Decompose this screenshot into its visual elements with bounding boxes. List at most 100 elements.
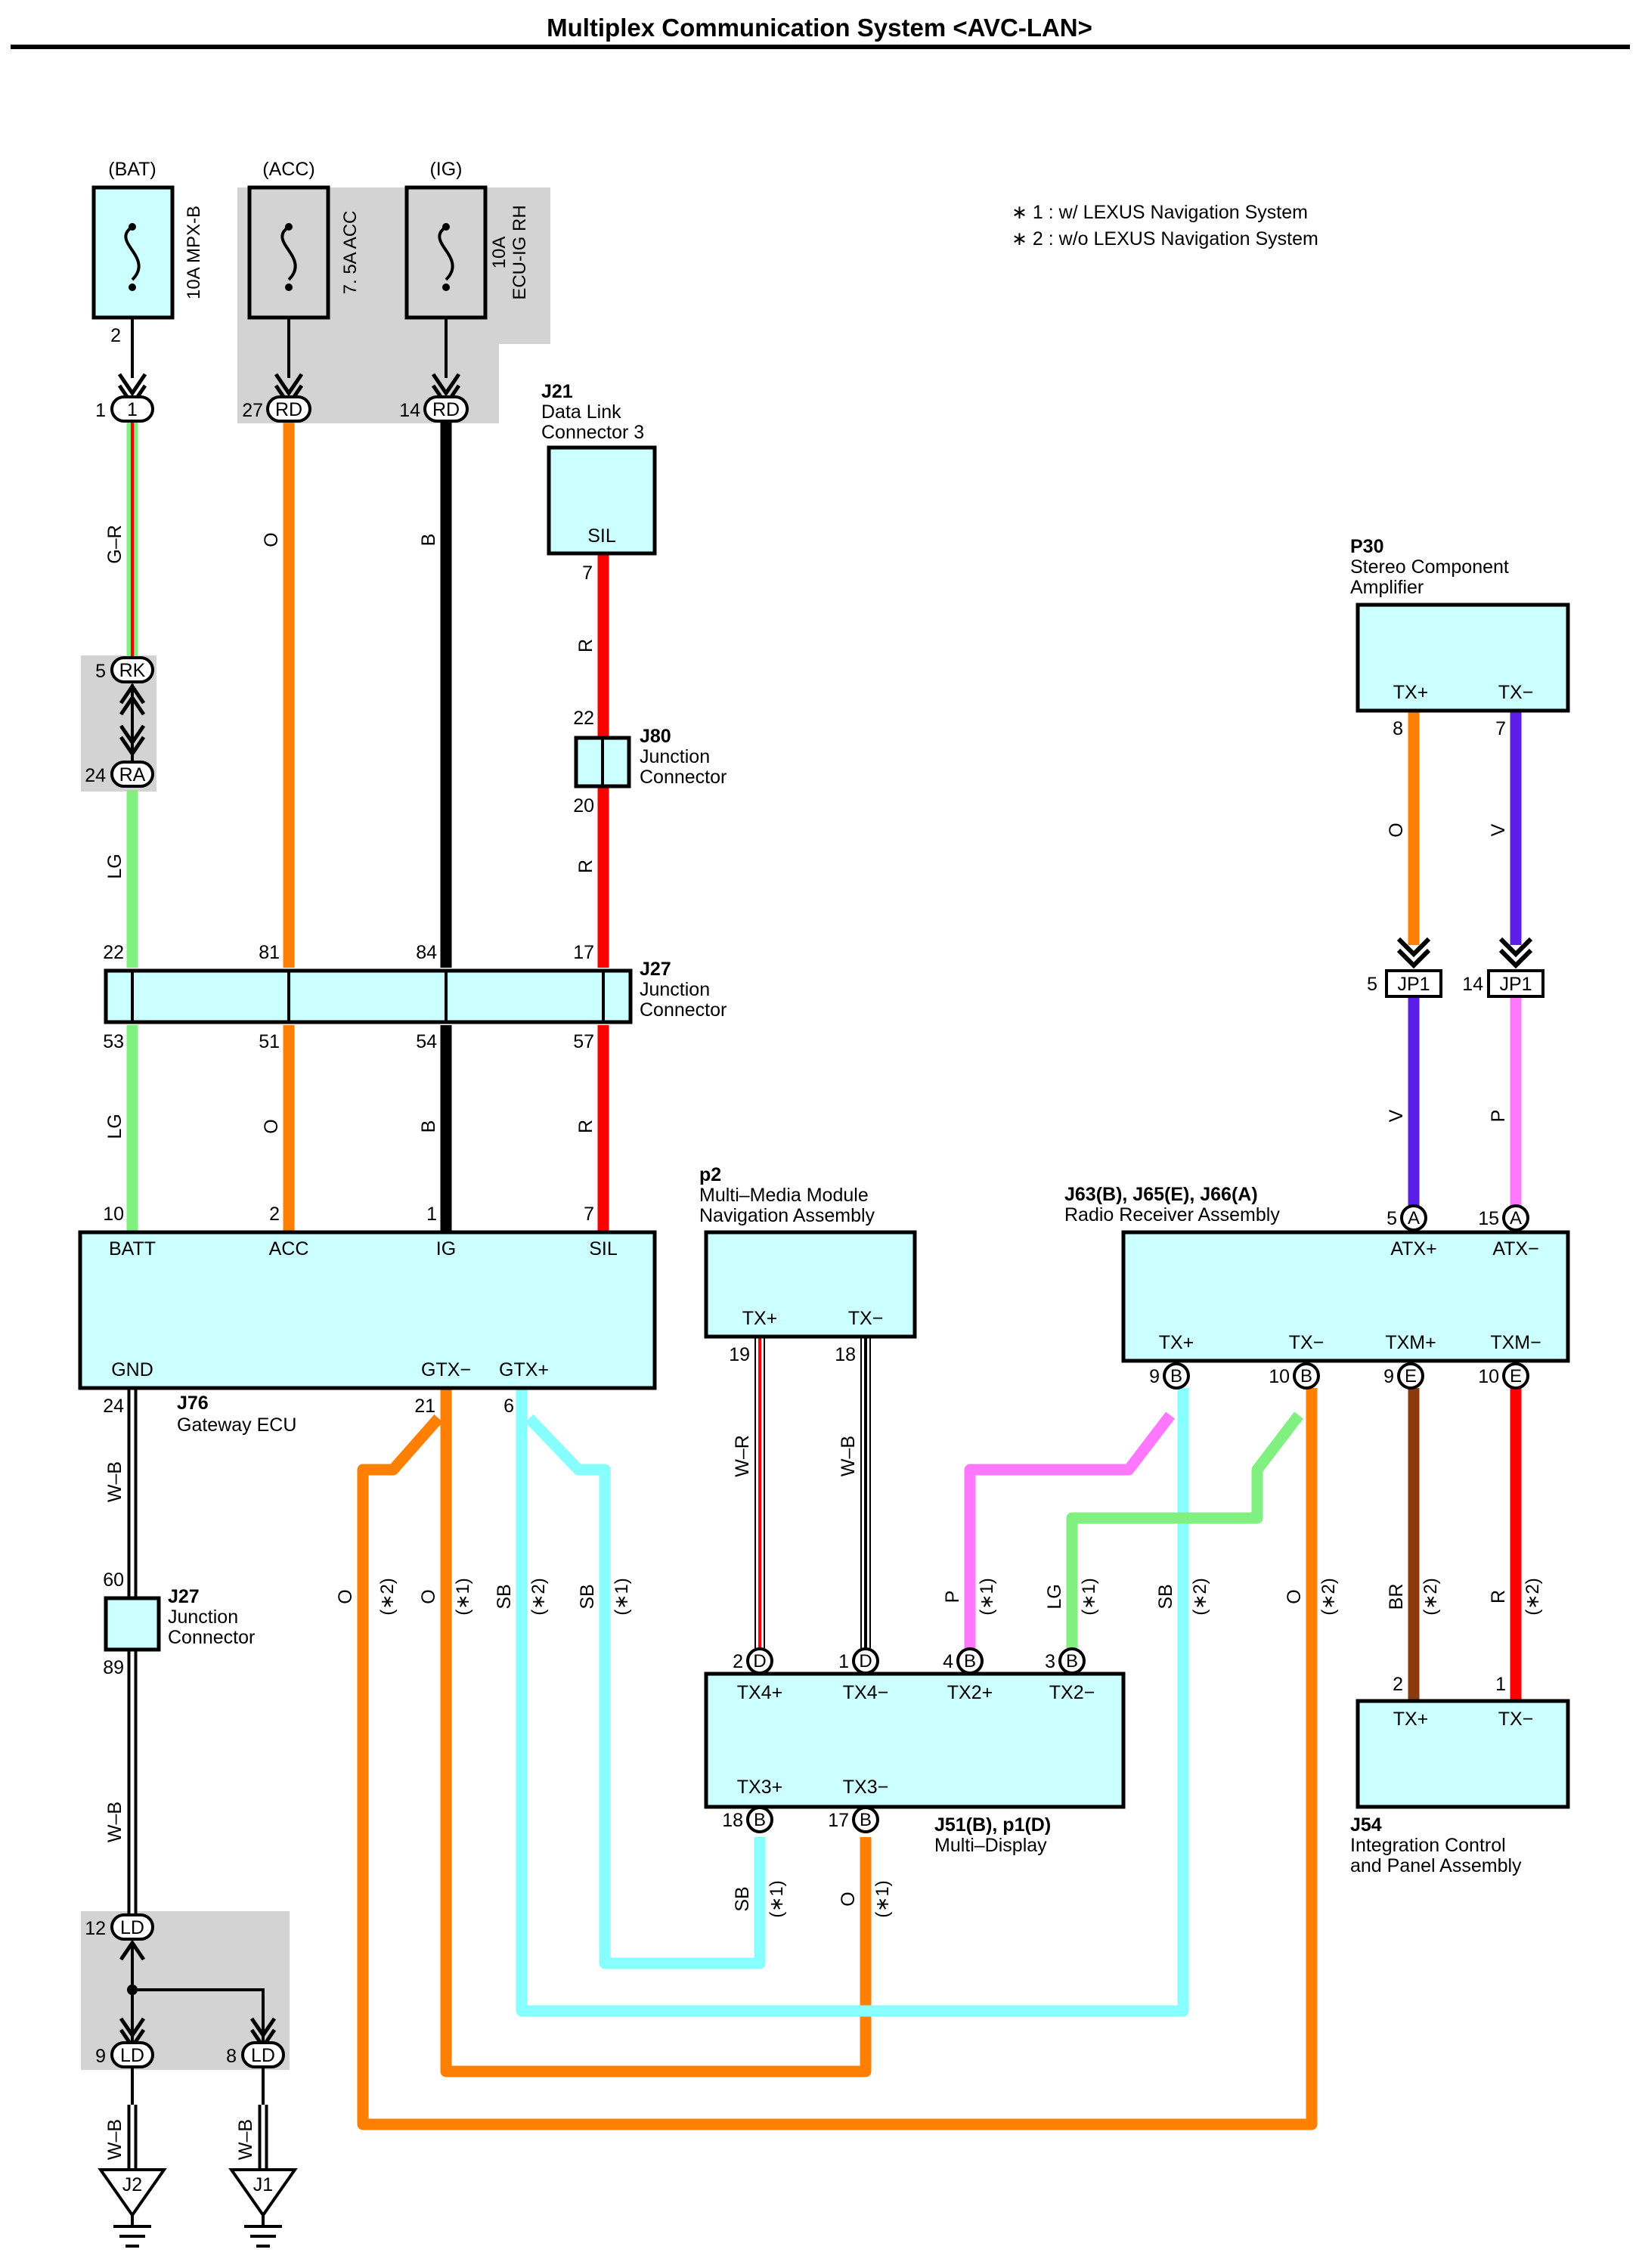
connector-rk-label: RK	[119, 660, 146, 681]
p2-pin-tx-minus: TX−	[848, 1308, 884, 1329]
p2-name-1: Multi–Media Module	[699, 1185, 869, 1206]
wire-label: W–B	[104, 1802, 125, 1842]
pin-number: 51	[259, 1031, 280, 1052]
j54-name-1: Integration Control	[1350, 1835, 1506, 1856]
connector-rd-acc-label: RD	[275, 399, 302, 420]
j21-name-1: Data Link	[541, 401, 621, 423]
pin-number: 27	[242, 400, 263, 421]
terminal-e-10	[1502, 1362, 1529, 1390]
radio-pin-atx-minus: ATX−	[1492, 1238, 1538, 1259]
pin-number: 10	[1269, 1366, 1290, 1387]
terminal-b-18	[746, 1806, 773, 1833]
p30-body	[1356, 603, 1570, 713]
ground-icon	[113, 2215, 151, 2248]
note-1: ∗ 1 : w/ LEXUS Navigation System	[1012, 202, 1308, 223]
pin-number: 18	[835, 1344, 856, 1365]
pin-number: 81	[259, 942, 280, 963]
pin-number: 14	[1462, 974, 1483, 995]
pin-number: 1	[95, 400, 106, 421]
md-pin-tx2-minus: TX2−	[1049, 1682, 1095, 1703]
j27b-name-2: Connector	[168, 1627, 255, 1648]
pin-number: 1	[838, 1651, 849, 1672]
wire-label: O	[261, 532, 282, 547]
connector-ra-label: RA	[119, 764, 146, 785]
arrow-jp1-5	[1396, 937, 1431, 969]
j27-junction-body	[104, 968, 633, 1024]
wire-labels: G–R O B R LG R LG O B R W–B W–B W–B W–B …	[104, 525, 1509, 2160]
pin-number: 21	[414, 1396, 435, 1417]
diagram-title: Multiplex Communication System <AVC-LAN>	[547, 14, 1092, 42]
wire-label: W–B	[838, 1436, 859, 1476]
fuse-acc-element	[280, 225, 297, 281]
wire-label: W–B	[235, 2119, 256, 2160]
fuse-acc: (ACC) 7. 5A ACC	[247, 159, 361, 378]
gateway-id: J76	[177, 1393, 209, 1414]
ground-icon	[244, 2215, 282, 2248]
option-tag: (∗1)	[872, 1880, 893, 1917]
connector-ld-12-label: LD	[120, 1917, 144, 1938]
connector-ld-12	[110, 1913, 154, 1941]
wire-label: R	[575, 860, 596, 873]
fuse-ig-label-2: ECU-IG RH	[510, 205, 530, 299]
arrow-jp1-14	[1498, 937, 1533, 969]
md-name: Multi–Display	[934, 1835, 1047, 1856]
fuse-acc-label: 7. 5A ACC	[340, 211, 361, 295]
option-tag: (∗2)	[377, 1578, 398, 1615]
md-pin-tx4-minus: TX4−	[843, 1682, 888, 1703]
fuse-ig-element	[438, 225, 454, 281]
j80-name-2: Connector	[640, 767, 727, 788]
ground-j2: J2	[98, 2168, 167, 2248]
option-tag: (∗1)	[612, 1578, 632, 1615]
gateway-name: Gateway ECU	[177, 1414, 296, 1436]
gateway-pin-acc: ACC	[269, 1238, 309, 1259]
pin-number: 6	[503, 1396, 514, 1417]
p2-id: p2	[699, 1164, 721, 1185]
pin-number: 17	[828, 1810, 849, 1831]
terminal-b-9-label: B	[1170, 1366, 1182, 1387]
wire-label: W–B	[104, 1461, 125, 1502]
wire-label: O	[261, 1119, 282, 1133]
gateway-pin-ig: IG	[436, 1238, 456, 1259]
p2-name-2: Navigation Assembly	[699, 1205, 875, 1226]
j27-name-2: Connector	[640, 999, 727, 1021]
connector-ra	[110, 761, 154, 788]
terminal-a-5	[1400, 1204, 1427, 1232]
wire-label: O	[418, 1589, 439, 1603]
wire-label: SB	[1155, 1584, 1176, 1609]
pin-number: 1	[426, 1204, 437, 1225]
wire-label: P	[942, 1591, 963, 1603]
radio-id: J63(B), J65(E), J66(A)	[1064, 1184, 1258, 1205]
pin-number: 7	[1495, 718, 1506, 739]
j21-pin: SIL	[587, 525, 616, 547]
j27-small-body	[104, 1596, 161, 1652]
pin-number: 10	[1478, 1366, 1499, 1387]
pin-number: 8	[1393, 718, 1403, 739]
gateway-ecu-body	[78, 1230, 657, 1390]
p30-pin-tx-plus: TX+	[1393, 682, 1429, 703]
option-tag: (∗2)	[528, 1578, 549, 1615]
fuse-acc-body	[247, 185, 330, 320]
j21-id: J21	[541, 381, 573, 402]
pin-number: 53	[103, 1031, 124, 1052]
terminal-e-10-label: E	[1510, 1366, 1522, 1387]
pin-number: 60	[103, 1569, 124, 1591]
gateway-pin-sil: SIL	[589, 1238, 618, 1259]
radio-name: Radio Receiver Assembly	[1064, 1204, 1280, 1225]
j54-pin-tx-minus: TX−	[1498, 1709, 1534, 1730]
j27b-id: J27	[168, 1586, 200, 1607]
round-terminals: A A B B E E D D B B B B	[746, 1204, 1529, 1833]
pin-number: 5	[1386, 1208, 1397, 1229]
pin-number: 1	[1495, 1674, 1506, 1695]
pin-number: 15	[1478, 1208, 1499, 1229]
j54-name-2: and Panel Assembly	[1350, 1855, 1522, 1876]
md-pin-tx3-plus: TX3+	[737, 1777, 782, 1798]
terminal-b-17	[852, 1806, 879, 1833]
wire-label: R	[575, 1120, 596, 1133]
connector-1-label: 1	[127, 399, 138, 420]
terminal-d-2	[746, 1647, 773, 1675]
gateway-pin-gnd: GND	[111, 1359, 153, 1380]
terminal-b-3	[1058, 1647, 1086, 1675]
radio-pin-tx-plus: TX+	[1159, 1332, 1194, 1353]
pin-number: 7	[584, 1204, 594, 1225]
